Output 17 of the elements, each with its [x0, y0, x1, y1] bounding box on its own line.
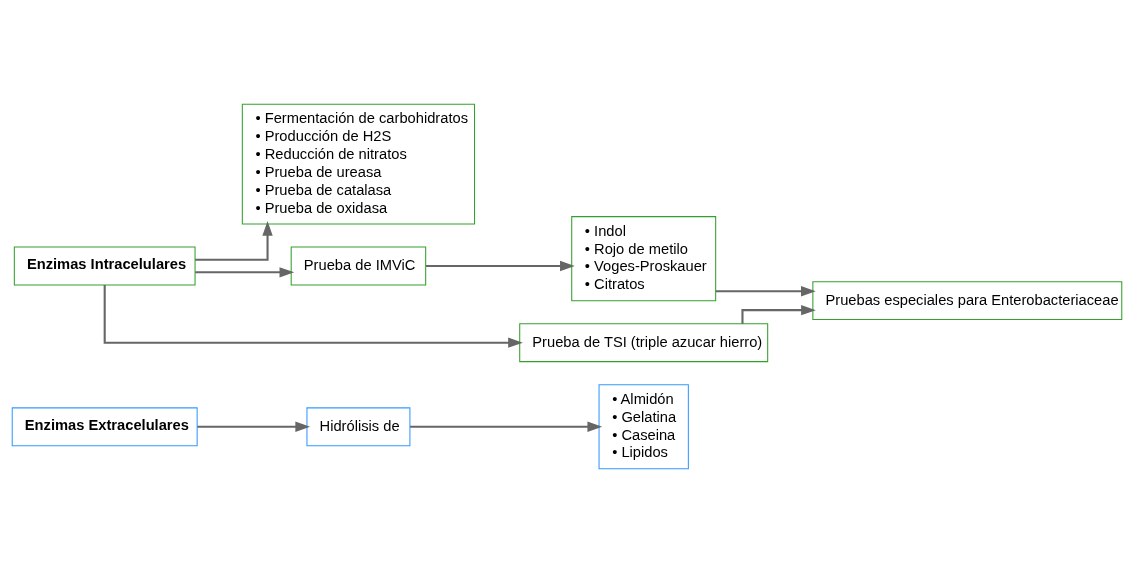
arrow [195, 267, 295, 278]
arrow [195, 220, 273, 261]
arrow [426, 260, 575, 272]
arrow [103, 284, 523, 348]
node-box: Prueba de TSI (triple azucar hierro) [519, 323, 769, 363]
node-box: Hidrólisis de [306, 407, 411, 447]
node-box: Pruebas especiales para Enterobacteriaceae [812, 281, 1123, 321]
node-box: • Fermentación de carbohidratos • Producción de H2S • Reducción de nitratos • Prueba de ureasa • Prueba de catalasa • Prueba de oxidasa [241, 103, 476, 225]
node-box: Enzimas Intracelulares [13, 246, 196, 286]
arrow [197, 421, 311, 432]
node-box: Enzimas Extracelulares [11, 407, 198, 447]
arrow [410, 421, 603, 432]
arrow [741, 304, 816, 324]
node-box: • Almidón • Gelatina • Caseina • Lipidos [598, 384, 689, 470]
node-box: Prueba de IMViC [290, 246, 427, 286]
arrow [715, 286, 816, 297]
node-box: • Indol • Rojo de metilo • Voges-Proskauer • Citratos [571, 216, 717, 302]
